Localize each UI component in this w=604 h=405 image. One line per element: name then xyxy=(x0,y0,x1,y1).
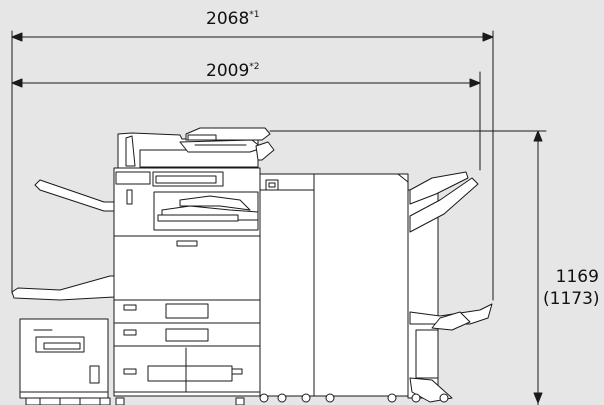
machine-width-label: 2009*2 xyxy=(206,61,260,81)
width-dimension-line-1 xyxy=(11,30,494,301)
document-feeder xyxy=(117,127,275,169)
height-label: 1169 (1173) xyxy=(543,266,600,310)
main-unit xyxy=(113,167,261,405)
height-value: 1169 xyxy=(555,267,599,287)
output-stacker xyxy=(407,171,493,403)
finisher-unit xyxy=(259,173,411,403)
height-alt-value: (1173) xyxy=(543,289,600,309)
machine-width-footnote: *2 xyxy=(249,62,260,72)
machine-width-value: 2009 xyxy=(206,61,250,81)
left-output-trays xyxy=(11,179,115,301)
height-dimension-line xyxy=(269,130,547,405)
overall-width-footnote: *1 xyxy=(249,10,260,20)
side-paper-tray xyxy=(19,318,111,405)
overall-width-label: 2068*1 xyxy=(206,9,260,29)
width-dimension-line-2 xyxy=(11,71,481,171)
overall-width-value: 2068 xyxy=(206,9,250,29)
